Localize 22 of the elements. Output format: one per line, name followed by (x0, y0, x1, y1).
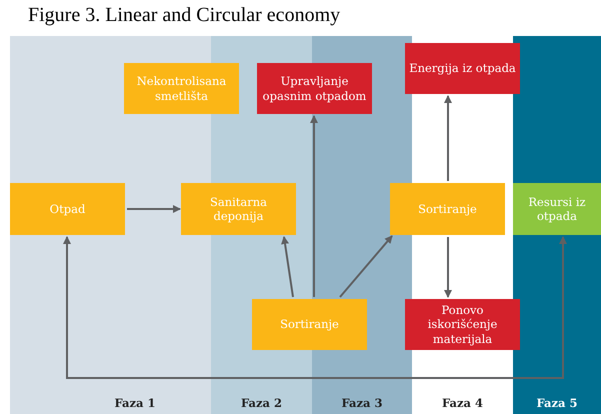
phase-label: Faza 2 (240, 396, 283, 410)
phase-label: Faza 3 (340, 396, 384, 410)
process-box: Nekontrolisana smetlišta (124, 63, 239, 114)
process-box: Ponovo iskorišćenje materijala (405, 299, 520, 350)
process-box: Sortiranje (252, 299, 367, 350)
process-box: Upravljanje opasnim otpadom (257, 63, 372, 114)
process-box: Sanitarna deponija (181, 183, 296, 235)
phase-label: Faza 1 (114, 396, 156, 410)
process-box: Energija iz otpada (405, 43, 520, 94)
arrow (310, 115, 318, 297)
process-box: Sortiranje (390, 183, 505, 235)
arrow (63, 236, 567, 379)
phase-label: Faza 5 (536, 396, 578, 410)
process-box: Resursi iz otpada (513, 183, 601, 235)
arrow (281, 236, 294, 298)
phase-label: Faza 4 (441, 396, 484, 410)
arrow (444, 95, 452, 181)
arrow (444, 237, 452, 298)
arrow (127, 205, 181, 213)
figure-title: Figure 3. Linear and Circular economy (28, 4, 340, 27)
arrow (339, 235, 393, 298)
process-box: Otpad (10, 183, 125, 235)
